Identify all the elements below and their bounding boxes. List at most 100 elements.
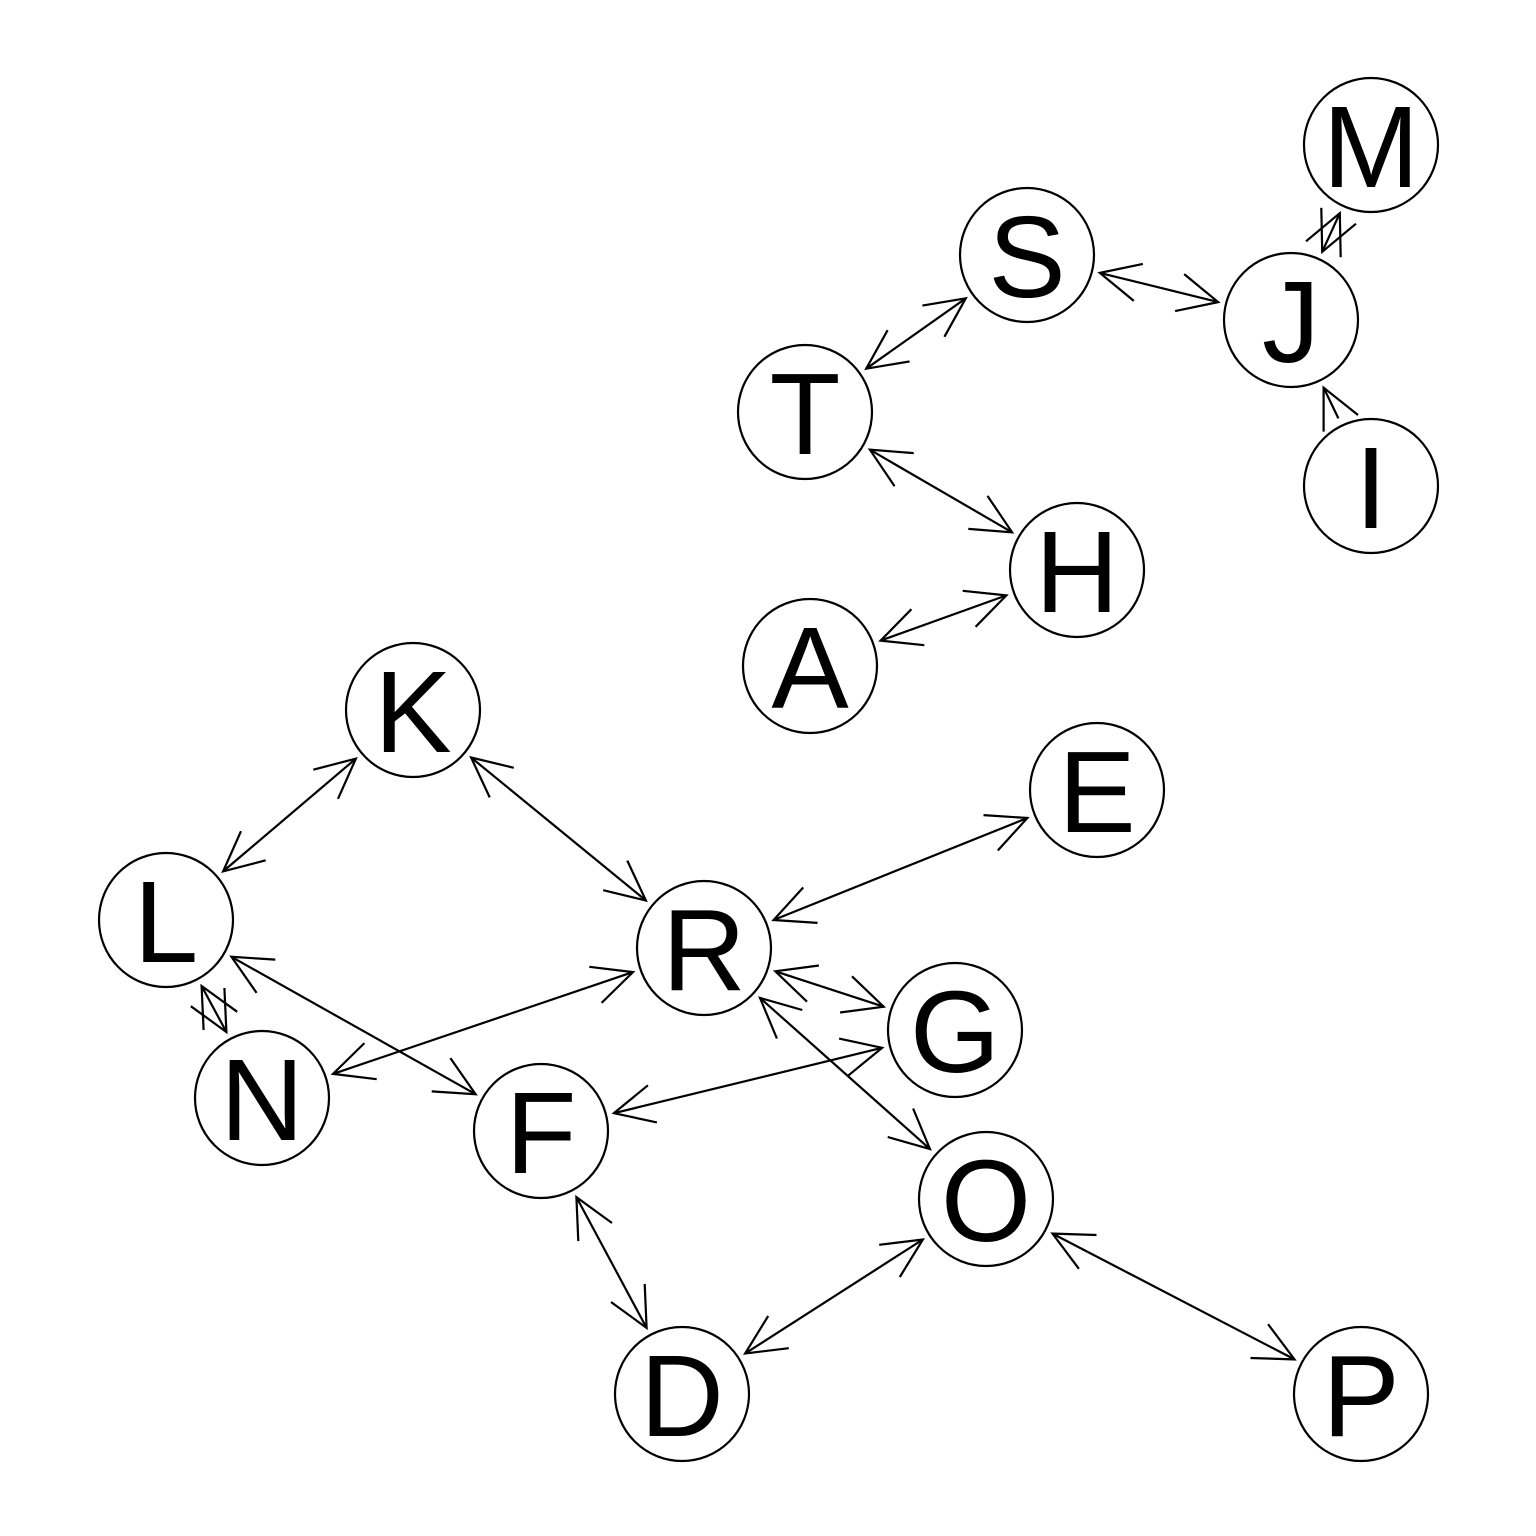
- node-i: I: [1302, 417, 1440, 555]
- edge-f-d-arrow-from: [575, 1194, 613, 1242]
- edge-k-l-arrow-from: [313, 756, 358, 800]
- edge-l-f-arrow-to: [431, 1057, 478, 1096]
- node-o: O: [917, 1130, 1055, 1268]
- edge-o-p: [1051, 1232, 1296, 1361]
- node-m: M: [1302, 76, 1440, 214]
- node-circle: [1292, 1325, 1430, 1463]
- node-label: A: [771, 603, 849, 733]
- node-p: P: [1292, 1325, 1430, 1463]
- node-f: F: [472, 1062, 610, 1200]
- edge-r-o: [759, 997, 931, 1150]
- edge-g-f-arrow-from: [838, 1037, 885, 1077]
- edges-layer: [190, 207, 1359, 1361]
- edge-s-t: [865, 297, 967, 370]
- edge-j-m-arrow-to: [1305, 210, 1342, 258]
- node-circle: [1008, 501, 1146, 639]
- edge-f-d: [575, 1196, 648, 1329]
- node-label: L: [134, 857, 199, 987]
- node-g: G: [886, 961, 1024, 1099]
- edge-l-n: [200, 985, 228, 1033]
- node-h: H: [1008, 501, 1146, 639]
- node-label: E: [1058, 727, 1135, 857]
- node-label: S: [988, 192, 1065, 322]
- edge-k-r-arrow-to: [602, 860, 648, 903]
- node-e: E: [1028, 721, 1166, 859]
- node-circle: [958, 186, 1096, 324]
- edge-g-f: [613, 1046, 883, 1115]
- edge-l-n-arrow-to: [190, 987, 228, 1035]
- node-d: D: [613, 1325, 751, 1463]
- node-label: I: [1355, 423, 1387, 553]
- edge-r-e: [773, 816, 1028, 922]
- node-label: O: [941, 1136, 1031, 1266]
- node-label: J: [1262, 257, 1320, 387]
- node-circle: [1028, 721, 1166, 859]
- edge-s-t-arrow-to: [864, 329, 910, 371]
- edge-s-j: [1099, 271, 1219, 304]
- edge-s-j-arrow-to: [1174, 273, 1221, 313]
- edge-r-e-arrow-to: [983, 814, 1030, 852]
- edge-h-a-arrow-to: [878, 608, 925, 647]
- node-label: D: [640, 1331, 724, 1461]
- edge-o-p-arrow-to: [1250, 1323, 1297, 1361]
- edge-l-f: [230, 955, 477, 1096]
- edge-r-o-arrow-from: [758, 996, 803, 1039]
- edge-r-o-arrow-to: [887, 1108, 932, 1151]
- node-label: R: [662, 885, 746, 1015]
- edge-f-d-arrow-to: [610, 1283, 648, 1331]
- edge-r-n-arrow-to: [330, 1042, 377, 1081]
- node-circle: [917, 1130, 1055, 1268]
- node-s: S: [958, 186, 1096, 324]
- node-circle: [1222, 251, 1360, 389]
- edge-r-n: [332, 971, 634, 1075]
- node-label: H: [1035, 507, 1119, 637]
- node-a: A: [741, 597, 879, 735]
- node-label: T: [770, 349, 841, 479]
- edge-s-j-arrow-from: [1097, 262, 1144, 302]
- node-circle: [193, 1029, 331, 1167]
- edge-r-n-arrow-from: [589, 965, 636, 1004]
- edge-l-f-arrow-from: [229, 955, 276, 994]
- edge-r-g-arrow-to: [839, 975, 887, 1014]
- node-t: T: [736, 343, 874, 481]
- edge-d-o: [744, 1238, 924, 1355]
- edge-r-g-arrow-from: [772, 964, 820, 1003]
- edge-r-e-arrow-from: [771, 886, 818, 924]
- edge-k-r-arrow-from: [469, 755, 515, 798]
- node-k: K: [344, 641, 482, 779]
- node-j: J: [1222, 251, 1360, 389]
- edge-k-l-arrow-to: [221, 830, 266, 874]
- edge-d-o-arrow-to: [879, 1238, 926, 1278]
- edge-o-p-arrow-from: [1050, 1232, 1097, 1270]
- edge-r-g: [774, 970, 885, 1008]
- node-circle: [886, 961, 1024, 1099]
- node-label: M: [1323, 82, 1420, 212]
- edge-s-t-arrow-from: [922, 296, 968, 338]
- node-circle: [1302, 76, 1440, 214]
- node-circle: [741, 597, 879, 735]
- edge-k-l: [222, 757, 357, 873]
- edge-g-f-arrow-to: [611, 1084, 658, 1124]
- node-label: P: [1322, 1331, 1399, 1461]
- node-circle: [97, 851, 235, 989]
- edge-i-j-arrow-to: [1322, 385, 1359, 432]
- node-n: N: [193, 1029, 331, 1167]
- edge-i-j: [1322, 387, 1340, 419]
- edge-t-h-arrow-from: [867, 448, 914, 487]
- node-circle: [736, 343, 874, 481]
- edge-k-r: [470, 756, 647, 902]
- node-circle: [1302, 417, 1440, 555]
- edge-d-o-arrow-from: [742, 1315, 789, 1355]
- edge-t-h: [869, 448, 1013, 534]
- node-r: R: [635, 879, 773, 1017]
- edge-h-a-arrow-from: [962, 589, 1009, 628]
- node-label: F: [506, 1068, 577, 1198]
- nodes-layer: A D E F G H IJ K L M N O P R S T: [97, 76, 1440, 1463]
- node-label: N: [220, 1035, 304, 1165]
- node-circle: [613, 1325, 751, 1463]
- edge-j-m: [1321, 212, 1341, 253]
- node-circle: [472, 1062, 610, 1200]
- edge-t-h-arrow-to: [968, 495, 1015, 534]
- node-circle: [635, 879, 773, 1017]
